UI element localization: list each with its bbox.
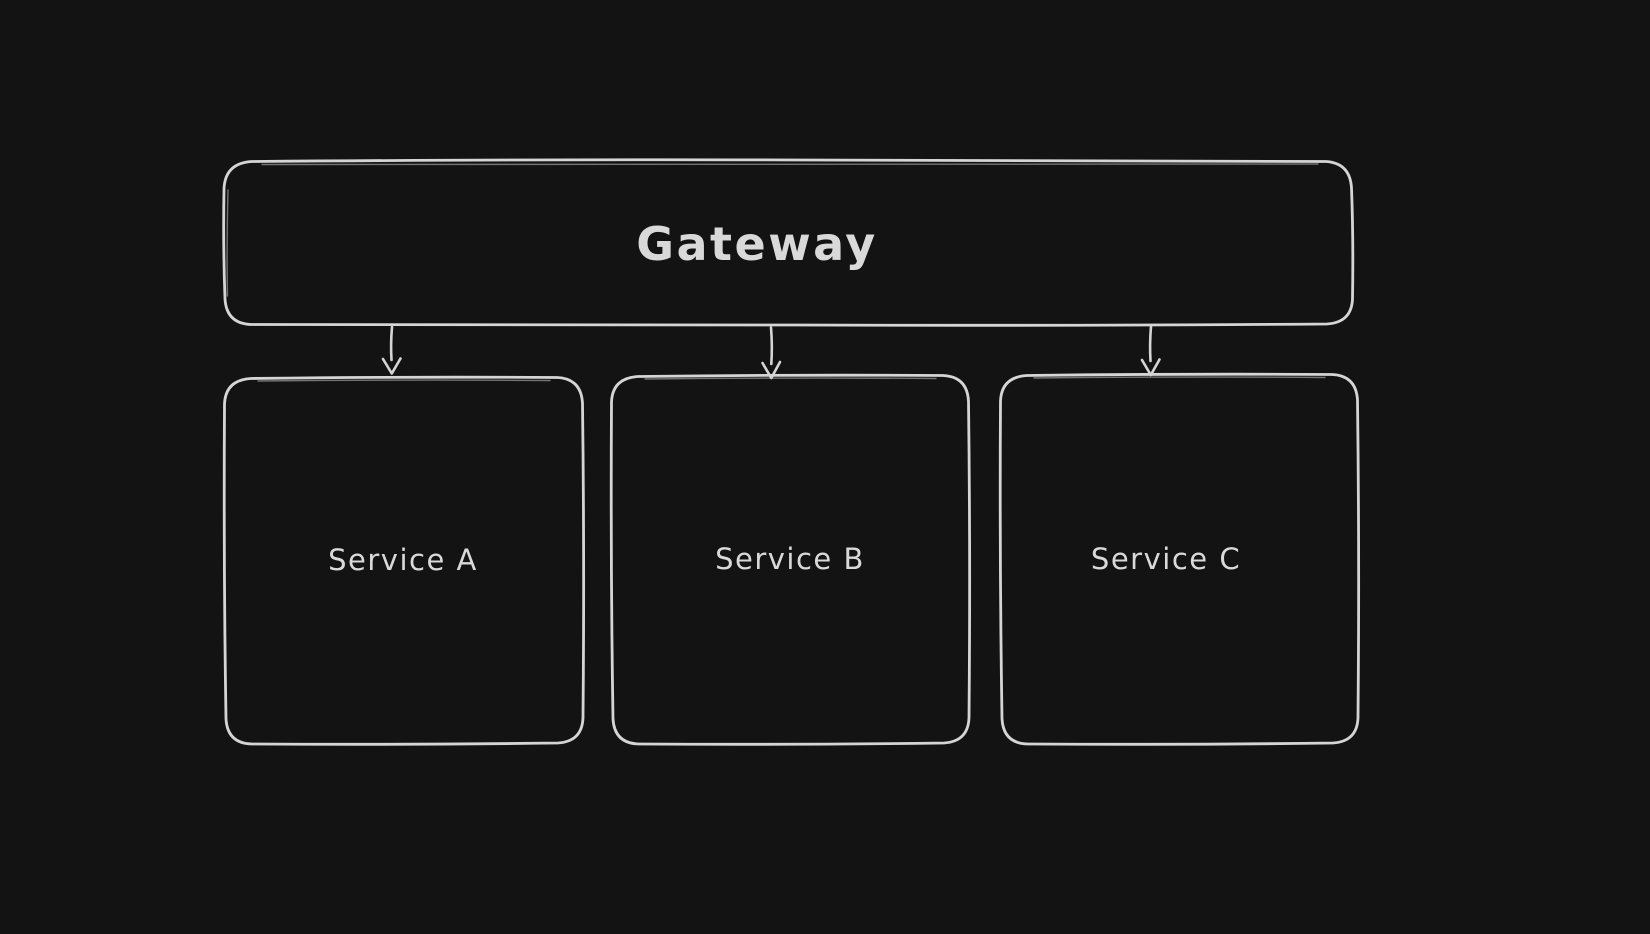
service-c-box-sketch-stroke [1033,376,1326,379]
arrow-shaft [389,325,394,362]
service-a-node[interactable]: Service A [222,375,586,746]
service-a-box[interactable] [222,375,586,746]
arrow-shaft [1148,325,1153,363]
service-b-node[interactable]: Service B [609,373,972,746]
gateway-node[interactable]: Gateway [222,158,1355,327]
gateway-label: Gateway [636,217,878,271]
gateway-box-sketch-stroke [261,162,1319,166]
service-a-label: Service A [328,543,478,577]
service-c-node[interactable]: Service C [998,372,1361,746]
edge-gateway-service-b[interactable] [761,326,782,380]
arrow-shaft [769,326,774,366]
gateway-box[interactable] [222,158,1355,327]
edge-gateway-service-c[interactable] [1140,325,1161,377]
service-b-box[interactable] [609,373,972,746]
service-b-box-sketch-stroke [644,377,937,380]
edge-gateway-service-a[interactable] [381,325,402,375]
service-c-box[interactable] [998,372,1361,746]
service-a-box-sketch-stroke [257,379,551,382]
service-c-label: Service C [1091,542,1241,576]
arrowhead-down-icon [381,357,402,375]
service-b-label: Service B [715,542,865,576]
gateway-box-sketch-stroke-left [226,189,229,297]
